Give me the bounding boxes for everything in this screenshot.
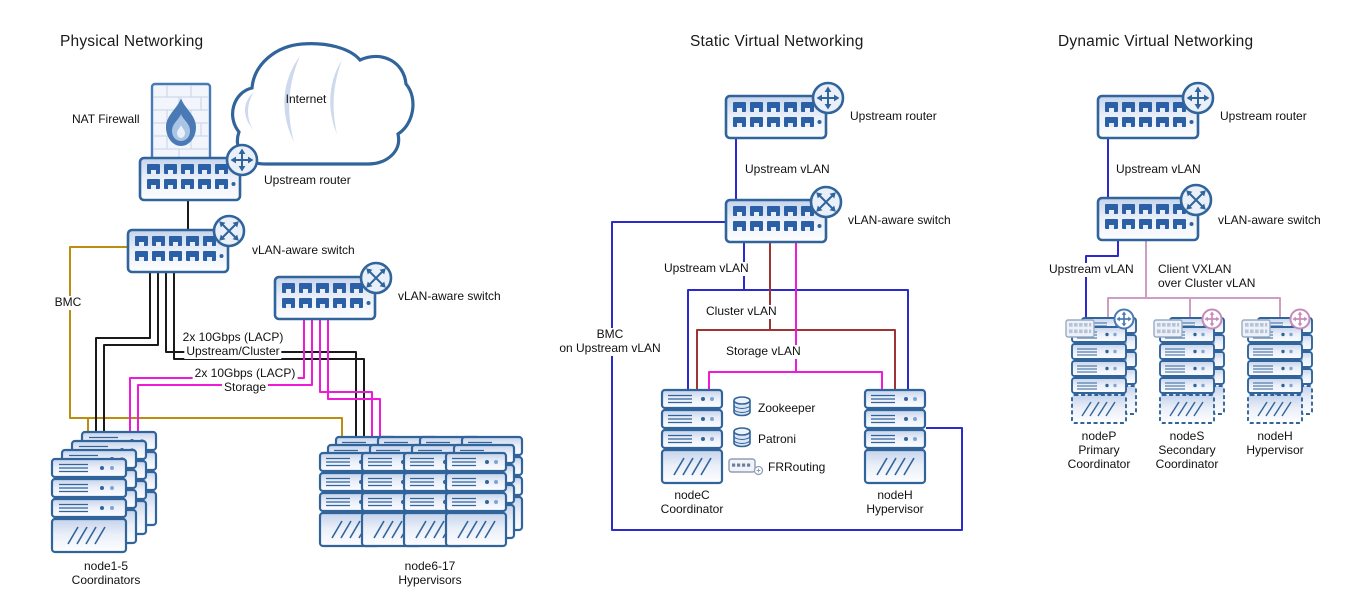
nodec-label-2: Coordinator (660, 502, 724, 516)
lacp-upstream-cable (103, 272, 159, 433)
nodes-label-3: Coordinator (1155, 457, 1219, 471)
nodeh-label-right-2: Hypervisor (1246, 443, 1304, 457)
overlay-plus-icon (1113, 308, 1135, 330)
panel-title-static: Static Virtual Networking (690, 33, 864, 50)
upstream-vlan-link-label-right: Upstream vLAN (1116, 162, 1201, 176)
upstream-vlan-label-mid: Upstream vLAN (662, 261, 751, 276)
lacp-upstream-label-1: 2x 10Gbps (LACP) (180, 330, 286, 345)
nodes-label-1: nodeS (1169, 429, 1205, 443)
patroni-label: Patroni (758, 432, 797, 446)
lacp-storage-label-1: 2x 10Gbps (LACP) (192, 366, 298, 381)
switch-icon (359, 261, 393, 295)
overlay-plus-icon (1289, 308, 1311, 330)
coordinators-label-2: Coordinators (71, 573, 141, 587)
panel-title-dynamic: Dynamic Virtual Networking (1058, 33, 1254, 50)
vlan-switch-a (128, 214, 246, 272)
nodep-label-2: Primary (1078, 443, 1120, 457)
hypervisors-label-2: Hypervisors (398, 573, 462, 587)
switch-icon (212, 214, 246, 248)
bmc-upstream-vlan-loop (611, 221, 963, 531)
nodep-label-1: nodeP (1081, 429, 1117, 443)
server (52, 459, 126, 552)
storage-vlan-bracket (708, 371, 883, 391)
nodep-server (1065, 308, 1136, 424)
storage-vlan-label: Storage vLAN (724, 344, 803, 359)
overlay-plus-icon (1201, 308, 1223, 330)
storage-cable (319, 319, 373, 441)
coordinator-stack (52, 432, 156, 552)
upstream-router-label-right: Upstream router (1220, 109, 1307, 123)
upstream-router-mid (726, 81, 845, 138)
bmc-upstream-label-2: on Upstream vLAN (557, 341, 663, 356)
switch-icon (1179, 183, 1213, 217)
router-icon (811, 81, 845, 115)
vlan-switch-right (1098, 183, 1213, 240)
client-vxlan-label-2: over Cluster vLAN (1156, 276, 1258, 291)
vlan-switch-b (275, 261, 393, 319)
internet-label: Internet (285, 92, 327, 106)
frrouting-icon (728, 458, 764, 476)
upstream-router-label-left: Upstream router (264, 173, 351, 187)
nodeh-label-mid-2: Hypervisor (866, 502, 924, 516)
lacp-storage-label-2: Storage (221, 380, 269, 395)
cables-dynamic-virtual (1085, 138, 1281, 328)
coordinators-label-1: node1-5 (83, 559, 129, 573)
vlan-switch-mid (726, 185, 843, 242)
nodeh-label-right-1: nodeH (1257, 429, 1293, 443)
lacp-upstream-cable (95, 272, 151, 433)
upstream-vlan-label-right: Upstream vLAN (1047, 262, 1136, 277)
client-vxlan-bracket (1107, 297, 1281, 328)
lacp-upstream-label-2: Upstream/Cluster (184, 344, 282, 359)
upstream-router-right (1098, 81, 1215, 138)
vlan-switch-b-label: vLAN-aware switch (398, 289, 501, 303)
nat-firewall-label: NAT Firewall (72, 112, 140, 126)
nodec-label-1: nodeC (674, 488, 710, 502)
vtep-grid-icon (1065, 319, 1095, 338)
panel-title-physical: Physical Networking (60, 33, 204, 50)
nodeh-server-mid (865, 390, 925, 483)
hypervisor-stack (320, 437, 522, 546)
vtep-grid-icon (1241, 319, 1271, 338)
hypervisors-label-1: node6-17 (404, 559, 456, 573)
nodec-server (662, 390, 722, 483)
server (446, 453, 506, 546)
router-icon (225, 143, 259, 177)
nat-firewall (150, 82, 212, 162)
nodeh-label-mid-1: nodeH (877, 488, 913, 502)
frrouting-label: FRRouting (768, 460, 826, 474)
internet-cloud (230, 42, 415, 166)
vlan-switch-label-right: vLAN-aware switch (1218, 213, 1321, 227)
nodeh-server-right (1241, 308, 1312, 424)
patroni-icon (733, 427, 751, 448)
cluster-vlan-label: Cluster vLAN (704, 304, 779, 319)
nodes-server (1153, 308, 1224, 424)
storage-cable (327, 319, 381, 441)
bmc-label: BMC (52, 295, 84, 310)
bmc-cable (69, 246, 343, 438)
vlan-switch-a-label: vLAN-aware switch (252, 243, 355, 257)
switch-icon (809, 185, 843, 219)
router-icon (1181, 81, 1215, 115)
bmc-upstream-label-1: BMC (594, 327, 626, 342)
client-vxlan-label-1: Client VXLAN (1156, 262, 1234, 277)
zookeeper-label: Zookeeper (758, 401, 816, 415)
vtep-grid-icon (1153, 319, 1183, 338)
vlan-switch-label-mid: vLAN-aware switch (848, 213, 951, 227)
upstream-vlan-cable (1085, 240, 1119, 328)
upstream-vlan-link-label-mid: Upstream vLAN (745, 162, 830, 176)
upstream-router-label-mid: Upstream router (850, 109, 937, 123)
nodes-label-2: Secondary (1158, 443, 1216, 457)
upstream-vlan-bracket (687, 289, 909, 391)
flame-icon (166, 98, 196, 146)
nodep-label-3: Coordinator (1067, 457, 1131, 471)
zookeeper-icon (733, 396, 751, 417)
